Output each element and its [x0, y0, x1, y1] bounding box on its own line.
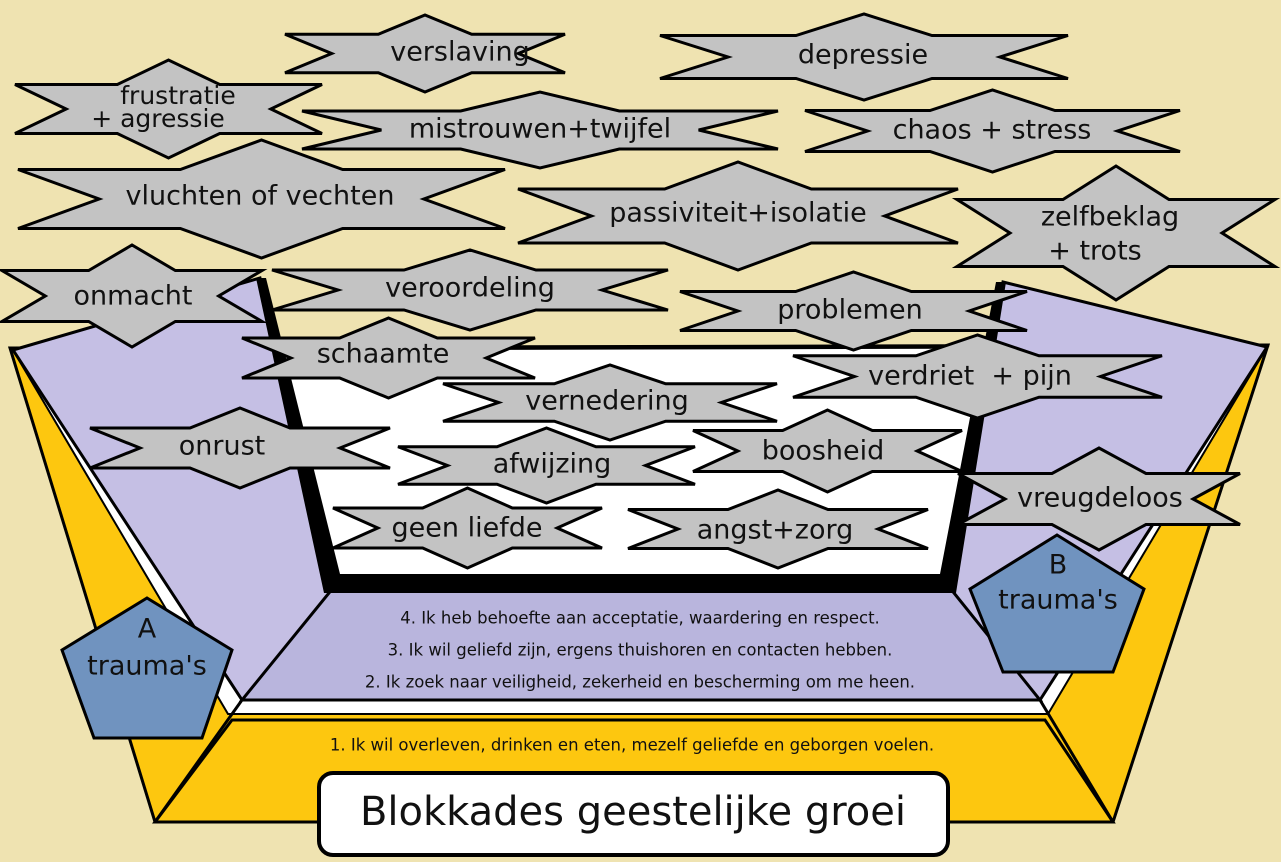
- emotion-star-veroordeling: [271, 248, 669, 332]
- emotion-star-zelfbeklag: [951, 164, 1281, 302]
- emotion-label-frustratie: frustratie: [120, 81, 235, 110]
- trauma-a-pentagon: [60, 596, 234, 740]
- emotion-star-onrust: [89, 406, 391, 490]
- emotion-label-boosheid: boosheid: [762, 436, 885, 467]
- black-inner-wall: [256, 278, 1006, 593]
- emotion-label-schaamte: schaamte: [317, 339, 450, 370]
- emotion-star-problemen: [679, 270, 1028, 352]
- emotion-label-geen-liefde: geen liefde: [392, 513, 543, 544]
- emotion-label-mistrouwen: mistrouwen+twijfel: [409, 114, 671, 145]
- diagram-title: Blokkades geestelijke groei: [360, 789, 906, 835]
- emotion-star-afwijzing: [397, 426, 696, 505]
- emotion-label-onmacht: onmacht: [73, 281, 192, 312]
- need-4: 4. Ik heb behoefte aan acceptatie, waard…: [400, 609, 880, 628]
- emotion-label-passiviteit: passiviteit+isolatie: [609, 198, 867, 229]
- emotion-star-geen-liefde: [332, 486, 603, 570]
- emotion-label-afwijzing: afwijzing: [493, 449, 612, 480]
- emotion-star-verslaving: [284, 13, 566, 94]
- emotion-star-depressie: [659, 12, 1069, 102]
- emotion-label-problemen: problemen: [777, 295, 922, 326]
- emotion-label-zelfbeklag: zelfbeklag: [1041, 202, 1179, 233]
- title-box: [317, 771, 950, 857]
- trauma-b-label: trauma's: [998, 585, 1118, 616]
- vessel-edge-right: [1038, 699, 1115, 823]
- trauma-a-label: trauma's: [87, 651, 207, 682]
- emotion-star-vernedering: [442, 363, 778, 442]
- emotion-star-schaamte: [241, 316, 536, 400]
- emotion-label-vernedering: vernedering: [525, 386, 689, 417]
- emotion-star-vreugdeloos: [957, 446, 1241, 552]
- emotion-star-onmacht: [0, 243, 268, 349]
- emotion-label-verdriet: verdriet + pijn: [868, 361, 1072, 392]
- emotion-star-mistrouwen: [301, 90, 779, 170]
- trauma-a-letter: A: [138, 614, 157, 645]
- emotion-star-vluchten: [17, 138, 506, 260]
- trauma-b-letter: B: [1049, 550, 1068, 581]
- emotion-label-trots: + trots: [1048, 236, 1141, 267]
- need-1: 1. Ik wil overleven, drinken en eten, me…: [330, 736, 934, 755]
- need-2: 2. Ik zoek naar veiligheid, zekerheid en…: [365, 673, 915, 692]
- emotion-star-angst: [627, 488, 929, 570]
- emotion-star-passiviteit: [517, 160, 959, 272]
- emotion-star-frustratie: [14, 58, 323, 160]
- emotion-label-chaos: chaos + stress: [893, 115, 1092, 146]
- emotion-label-onrust: onrust: [179, 431, 266, 462]
- vessel-edge-left: [153, 699, 244, 823]
- emotion-label-vluchten: vluchten of vechten: [126, 181, 395, 212]
- trauma-b-pentagon: [968, 533, 1146, 674]
- emotion-label-veroordeling: veroordeling: [385, 273, 555, 304]
- emotion-label-vreugdeloos: vreugdeloos: [1017, 483, 1183, 514]
- need-3: 3. Ik wil geliefd zijn, ergens thuishore…: [388, 641, 893, 660]
- emotion-label-angst: angst+zorg: [697, 515, 854, 546]
- emotion-label-depressie: depressie: [798, 40, 928, 71]
- emotion-label-verslaving: verslaving: [390, 37, 530, 68]
- emotion-star-verdriet: [792, 333, 1163, 420]
- emotion-star-boosheid: [692, 408, 963, 494]
- emotion-label-agressie: + agressie: [91, 104, 225, 133]
- emotion-star-chaos: [804, 88, 1181, 174]
